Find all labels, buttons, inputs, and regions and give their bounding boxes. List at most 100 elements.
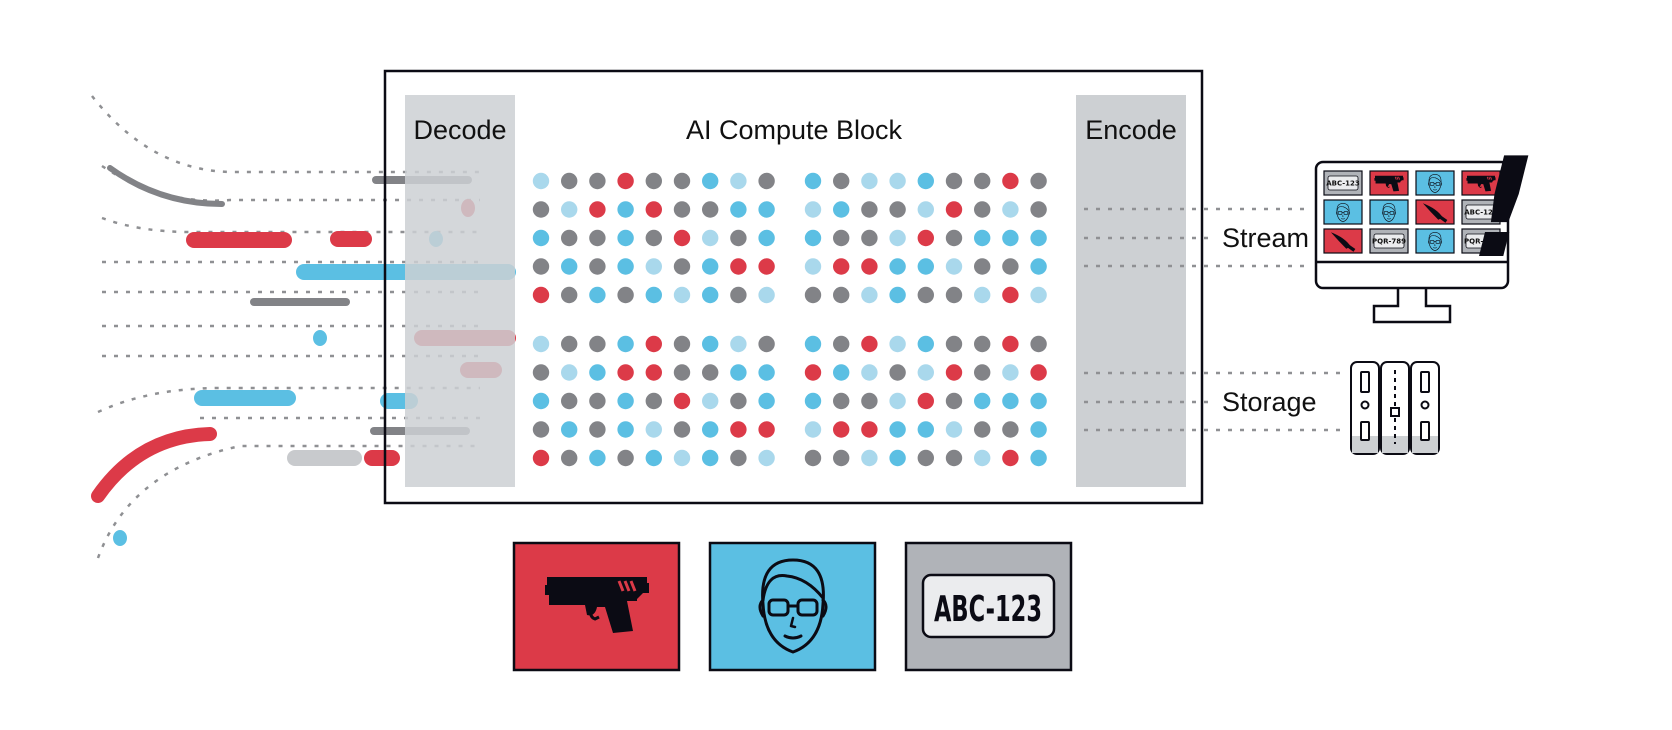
compute-dot bbox=[532, 364, 550, 381]
compute-dot bbox=[1002, 335, 1019, 353]
compute-dot bbox=[889, 172, 906, 190]
compute-dot bbox=[589, 449, 606, 467]
stream-line bbox=[97, 386, 480, 414]
compute-dot bbox=[702, 286, 719, 304]
compute-dot bbox=[645, 335, 662, 353]
compute-dot bbox=[561, 364, 578, 381]
compute-dot bbox=[833, 449, 850, 467]
compute-dot bbox=[589, 172, 606, 190]
compute-dot bbox=[861, 364, 878, 381]
compute-dot bbox=[1030, 286, 1047, 304]
compute-dot bbox=[758, 172, 775, 190]
compute-dot bbox=[1030, 449, 1047, 467]
compute-dot bbox=[758, 229, 775, 247]
compute-dot bbox=[758, 335, 775, 353]
thumbnail-plate-text: PQR-789 bbox=[1372, 238, 1406, 246]
compute-dot bbox=[617, 449, 634, 467]
compute-dot bbox=[758, 449, 775, 467]
compute-dot bbox=[889, 449, 906, 467]
compute-dot bbox=[889, 364, 906, 381]
thumbnail-face bbox=[1415, 228, 1455, 254]
compute-dot bbox=[917, 449, 934, 467]
compute-dot bbox=[861, 335, 878, 353]
compute-dot bbox=[532, 201, 550, 218]
thumbnail-plate-text: PQR-789 bbox=[1464, 238, 1498, 246]
compute-dot bbox=[589, 258, 606, 275]
compute-dot bbox=[673, 172, 691, 190]
compute-dot bbox=[589, 201, 606, 218]
compute-dot bbox=[673, 335, 691, 353]
compute-dot bbox=[532, 172, 550, 190]
compute-dot bbox=[730, 172, 747, 190]
compute-dot bbox=[833, 364, 850, 381]
license-plate-text: ABC-123 bbox=[934, 589, 1042, 630]
compute-dot bbox=[589, 392, 606, 410]
compute-dot bbox=[645, 421, 662, 438]
storage-label: Storage bbox=[1222, 387, 1317, 417]
compute-dot bbox=[974, 449, 991, 467]
thumbnail-gun bbox=[1369, 170, 1409, 196]
compute-dot bbox=[673, 449, 691, 467]
compute-dot bbox=[1030, 172, 1047, 190]
compute-dot bbox=[645, 172, 662, 190]
stream-segment bbox=[91, 427, 217, 503]
compute-dot bbox=[532, 258, 550, 275]
compute-dot bbox=[974, 229, 991, 247]
compute-dot bbox=[673, 201, 691, 218]
compute-dot bbox=[589, 421, 606, 438]
stream-dot bbox=[113, 530, 127, 546]
thumbnail-face bbox=[1323, 199, 1363, 225]
compute-dot bbox=[673, 258, 691, 275]
compute-dot bbox=[1002, 449, 1019, 467]
compute-dot bbox=[673, 392, 691, 410]
compute-dot bbox=[833, 421, 850, 438]
thumbnail-knife bbox=[1415, 199, 1455, 225]
compute-dot bbox=[617, 364, 634, 381]
compute-dot bbox=[889, 286, 906, 304]
compute-dot bbox=[645, 449, 662, 467]
storage-server-icon bbox=[1350, 361, 1440, 455]
compute-dot bbox=[758, 286, 775, 304]
compute-dot bbox=[617, 421, 634, 438]
output-lines bbox=[1084, 207, 1345, 432]
compute-dot bbox=[861, 201, 878, 218]
compute-dot bbox=[673, 364, 691, 381]
stream-dot bbox=[313, 330, 327, 346]
compute-dot bbox=[532, 421, 550, 438]
encode-label: Encode bbox=[1085, 115, 1177, 145]
compute-dot bbox=[945, 201, 963, 218]
compute-dot bbox=[730, 201, 747, 218]
compute-dot bbox=[730, 335, 747, 353]
compute-dot bbox=[833, 229, 850, 247]
compute-dot bbox=[702, 335, 719, 353]
compute-dot bbox=[861, 229, 878, 247]
compute-dot bbox=[617, 229, 634, 247]
compute-dot bbox=[617, 286, 634, 304]
compute-dot bbox=[730, 364, 747, 381]
compute-dot bbox=[804, 364, 822, 381]
compute-dot bbox=[804, 421, 822, 438]
compute-dot bbox=[702, 201, 719, 218]
compute-dot bbox=[617, 201, 634, 218]
compute-dot bbox=[702, 364, 719, 381]
compute-dot bbox=[945, 286, 963, 304]
compute-dot bbox=[945, 392, 963, 410]
compute-dot bbox=[945, 229, 963, 247]
stream-line bbox=[101, 216, 480, 234]
compute-dot bbox=[945, 172, 963, 190]
thumbnail-gun bbox=[1461, 170, 1501, 196]
compute-dot bbox=[561, 172, 578, 190]
compute-dot bbox=[804, 201, 822, 218]
compute-dot bbox=[1002, 172, 1019, 190]
compute-dot bbox=[861, 392, 878, 410]
compute-dot bbox=[673, 286, 691, 304]
compute-dot bbox=[758, 421, 775, 438]
decode-panel bbox=[405, 95, 515, 487]
compute-dot bbox=[730, 286, 747, 304]
compute-dot bbox=[1002, 258, 1019, 275]
compute-dot bbox=[730, 449, 747, 467]
compute-dot bbox=[945, 449, 963, 467]
compute-dot bbox=[917, 364, 934, 381]
compute-dot bbox=[1002, 364, 1019, 381]
compute-dot bbox=[945, 364, 963, 381]
